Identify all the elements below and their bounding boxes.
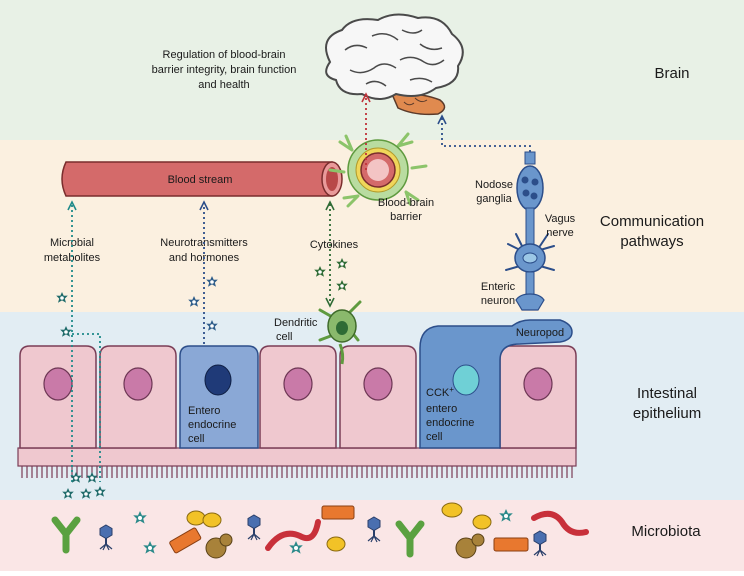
- cck-enteroendocrine-cell: [419, 319, 573, 449]
- round-bacterium: [471, 533, 485, 547]
- vagus-neuron: [505, 151, 555, 311]
- cck-superscript: +: [449, 385, 454, 394]
- vagus-arrowhead: [437, 114, 447, 125]
- nodose-label-2: ganglia: [476, 193, 512, 205]
- dendritic-label-1: Dendritic: [274, 317, 318, 329]
- vagus-label-1: Vagus: [545, 213, 576, 225]
- vagus-to-brain-arrow: [441, 118, 531, 152]
- metabolite-arrowhead: [67, 200, 77, 211]
- regulation-text-1: Regulation of blood-brain: [163, 49, 286, 61]
- epithelium-section-label-1: Intestinal: [637, 385, 697, 402]
- spiral-bacterium: [531, 510, 589, 536]
- dendritic-label-2: cell: [276, 331, 293, 343]
- microbiota-band: [0, 500, 744, 571]
- eec-label-3: cell: [188, 433, 205, 445]
- microbiota-section-label: Microbiota: [631, 523, 701, 540]
- brain-illustration: [325, 13, 464, 116]
- neuropod-label: Neuropod: [516, 327, 564, 339]
- nodose-label-1: Nodose: [475, 179, 513, 191]
- spiral-bacterium: [265, 519, 321, 551]
- coccus-bacterium: [441, 502, 463, 518]
- enteroendocrine-cell: [179, 345, 259, 449]
- coccus-bacterium: [472, 514, 492, 530]
- cytokine-arrowhead-down: [325, 297, 335, 308]
- cck-label-3: endocrine: [426, 417, 474, 429]
- round-bacterium: [455, 537, 477, 559]
- enterocyte-4: [339, 345, 417, 449]
- dendritic-cell: [318, 300, 362, 365]
- microbiota-cluster: [55, 502, 589, 559]
- blood-vessel: [61, 161, 343, 197]
- metabolites-label-1: Microbial: [50, 237, 94, 249]
- enterocyte-1: [19, 345, 97, 449]
- regulation-text-2: barrier integrity, brain function: [152, 64, 297, 76]
- vagus-label-2: nerve: [546, 227, 574, 239]
- epithelium-section-label-2: epithelium: [633, 405, 701, 422]
- bbb-label-2: barrier: [390, 211, 422, 223]
- coccus-bacterium: [186, 510, 206, 526]
- cck-prefix: CCK: [426, 387, 450, 399]
- brush-border: [17, 447, 577, 467]
- neurotransmitter-arrowhead: [199, 200, 209, 211]
- communication-section-label-2: pathways: [620, 233, 683, 250]
- eec-label-1: Entero: [188, 405, 220, 417]
- round-bacterium: [219, 533, 233, 547]
- vessel-to-brain-arrowhead: [361, 92, 371, 103]
- communication-section-label-1: Communication: [600, 213, 704, 230]
- coccus-bacterium: [202, 512, 222, 528]
- rod-bacterium: [493, 537, 529, 552]
- metabolite-paracellular-path: [72, 333, 101, 482]
- enterocyte-3: [259, 345, 337, 449]
- cck-label-2: entero: [426, 403, 457, 415]
- cck-label: CCK+: [426, 385, 454, 399]
- cck-label-4: cell: [426, 431, 443, 443]
- cytokines-label: Cytokines: [310, 239, 359, 251]
- enterocyte-2: [99, 345, 177, 449]
- cytokine-arrowhead-up: [325, 200, 335, 211]
- coccus-bacterium: [326, 536, 346, 552]
- blood-brain-barrier: [328, 132, 428, 208]
- rod-bacterium: [169, 527, 202, 554]
- brain-section-label: Brain: [654, 65, 689, 82]
- metabolites-label-2: metabolites: [44, 252, 101, 264]
- regulation-text-3: and health: [198, 79, 249, 91]
- rod-bacterium: [321, 505, 355, 520]
- enterocyte-5: [499, 345, 577, 449]
- enteric-label-1: Enteric: [481, 281, 516, 293]
- eec-label-2: endocrine: [188, 419, 236, 431]
- blood-stream-label: Blood stream: [168, 174, 233, 186]
- enteric-label-2: neuron: [481, 295, 515, 307]
- microvilli: [21, 466, 573, 478]
- bbb-label-1: Blood-brain: [378, 197, 434, 209]
